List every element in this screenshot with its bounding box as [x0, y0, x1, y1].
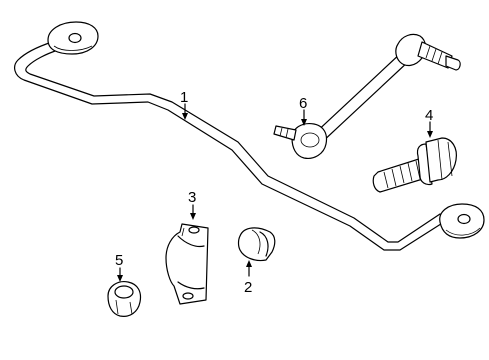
callout-2: 2: [244, 260, 252, 296]
callout-label-5: 5: [115, 252, 123, 269]
callout-label-3: 3: [188, 189, 196, 206]
callout-1: 1: [180, 89, 188, 120]
callout-4: 4: [425, 107, 433, 138]
stabilizer-bar: [14, 21, 485, 251]
callout-6: 6: [299, 95, 307, 126]
bolt: [372, 137, 457, 193]
bushing: [237, 227, 276, 262]
arrowhead-2: [246, 260, 252, 267]
callout-5: 5: [115, 252, 123, 282]
arrowhead-3: [190, 213, 196, 220]
callout-label-4: 4: [425, 107, 433, 124]
callout-label-1: 1: [180, 89, 188, 106]
nut: [107, 281, 142, 317]
callout-label-6: 6: [299, 95, 307, 112]
arrowhead-5: [117, 275, 123, 282]
arrowhead-4: [427, 131, 433, 138]
bracket: [165, 223, 209, 305]
callout-3: 3: [188, 189, 196, 220]
arrowhead-6: [301, 119, 307, 126]
callout-label-2: 2: [244, 279, 252, 296]
stabilizer-link: [273, 33, 461, 159]
arrowhead-1: [182, 113, 188, 120]
